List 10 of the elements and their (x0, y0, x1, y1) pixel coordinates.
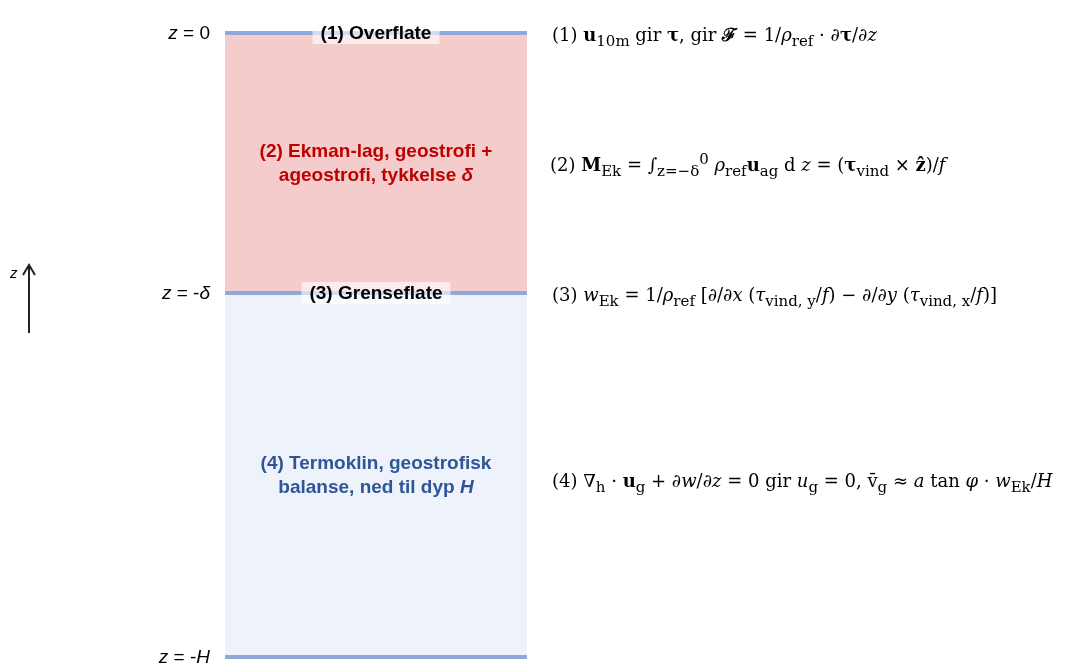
layer-text: (4) Termoklin, geostrofisk balanse, ned til dyp H (259, 451, 493, 499)
equation: (2) M$_{Ek}$ = ∫$_{z=−δ}$$^{0}$ ρ$_{ref}$u$_{ag}$ d z= (τ$_{vind}$ × ẑ)/f (550, 150, 946, 180)
equation: (4) ∇$_{h}$ · u$_{g}$ + ∂w/∂z = 0 gir u$_{g}$ = 0, v̄$_{g}$ ≈ a tan φ · w$_{Ek}$/H (552, 470, 1053, 496)
axis-label: z = -H (157, 646, 210, 668)
equation: (1) u$_{10m}$ gir τ, gir ℱ = 1/ρ$_{ref}$ · ∂τ/∂z (552, 23, 877, 50)
axis-label: z (10, 264, 18, 281)
layer-text: (2) Ekman-lag, geostrofi + ageostrofi, tykkelse δ (258, 139, 494, 187)
axis-label: z = -δ (160, 282, 210, 304)
equation: (3) w$_{Ek}$ = 1/ρ$_{ref}$ [∂/∂x (τ$_{vind, y}$/f) − ∂/∂y (τ$_{vind, x}$/f)] (552, 284, 997, 310)
axis-label: z = 0 (167, 22, 210, 44)
